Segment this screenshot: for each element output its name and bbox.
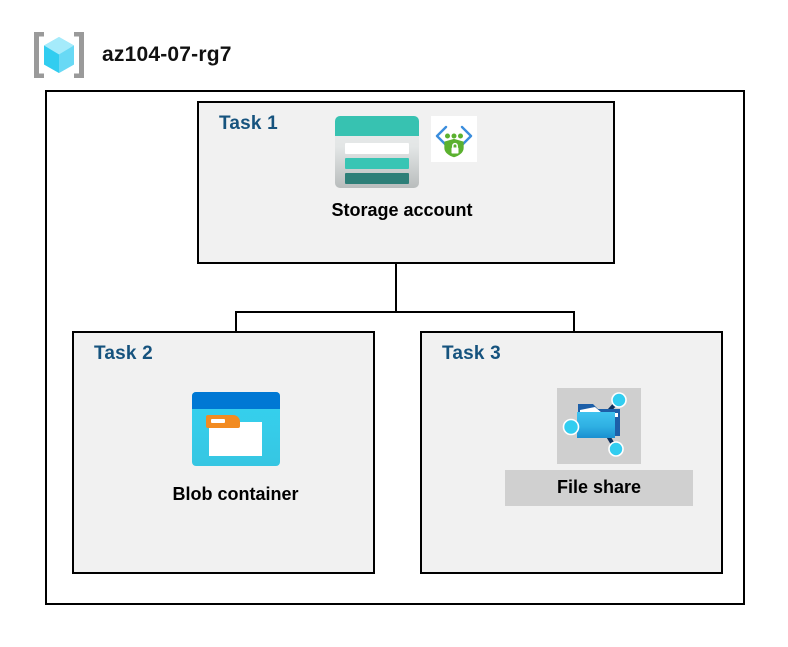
resource-group-name: az104-07-rg7 — [102, 43, 232, 66]
file-share-caption: File share — [504, 470, 694, 506]
storage-account-caption: Storage account — [331, 200, 473, 220]
node-file-share[interactable]: File share — [504, 388, 694, 506]
file-share-icon — [562, 390, 636, 463]
node-blob-container[interactable]: Blob container — [148, 392, 323, 505]
connector-trunk — [395, 263, 397, 312]
resource-group-cube-icon — [30, 29, 88, 81]
task-3-label: Task 3 — [442, 343, 501, 364]
secure-endpoint-icon — [431, 116, 477, 162]
resource-group-header: az104-07-rg7 — [30, 26, 430, 84]
task-1-label: Task 1 — [219, 113, 278, 134]
storage-icon-row — [335, 116, 477, 188]
storage-account-icon — [335, 116, 419, 188]
blob-container-caption: Blob container — [172, 484, 299, 504]
node-storage-account[interactable]: Storage account — [296, 116, 516, 221]
connector-bus — [235, 311, 575, 313]
file-share-icon-backdrop — [557, 388, 641, 464]
task-2-label: Task 2 — [94, 343, 153, 364]
blob-container-icon — [191, 392, 280, 466]
